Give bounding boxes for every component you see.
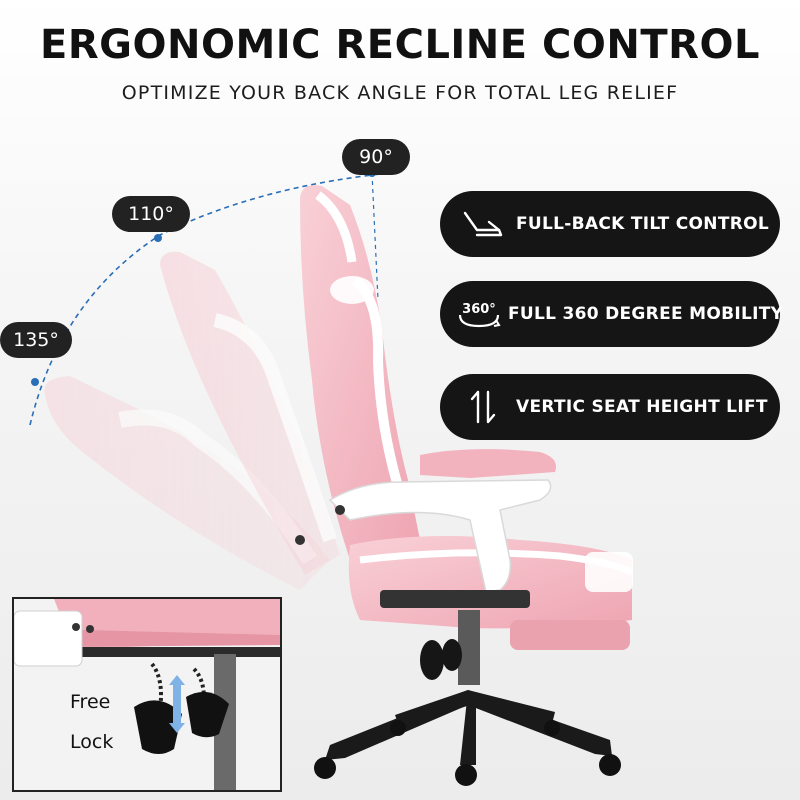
up-down-arrows-icon xyxy=(454,387,512,427)
armrest xyxy=(295,449,556,593)
recline-icon xyxy=(454,204,512,244)
angle-label-90: 90° xyxy=(342,139,410,175)
ghost-backrest-110 xyxy=(160,251,340,575)
feature-label: VERTIC SEAT HEIGHT LIFT xyxy=(516,397,768,417)
page-title: ERGONOMIC RECLINE CONTROL xyxy=(40,22,760,68)
page-subtitle: OPTIMIZE YOUR BACK ANGLE FOR TOTAL LEG R… xyxy=(121,82,679,104)
footrest xyxy=(380,590,630,650)
angle-label-135: 135° xyxy=(0,322,72,358)
main-backrest xyxy=(300,185,420,561)
height-lever-inset: Free Lock xyxy=(12,597,282,792)
feature-label: FULL-BACK TILT CONTROL xyxy=(516,214,770,234)
lever-closeup xyxy=(14,599,280,790)
angle-label-110: 110° xyxy=(112,196,190,232)
feature-tilt-control: FULL-BACK TILT CONTROL xyxy=(440,191,780,257)
free-label: Free xyxy=(70,691,111,713)
lock-label: Lock xyxy=(70,731,114,753)
up-down-arrow-icon xyxy=(169,675,185,733)
chair-base xyxy=(314,610,621,786)
feature-label: FULL 360 DEGREE MOBILITY xyxy=(508,304,784,324)
feature-360-mobility: 360° FULL 360 DEGREE MOBILITY xyxy=(440,281,784,347)
rotate-360-icon-text: 360° xyxy=(462,302,496,317)
feature-height-lift: VERTIC SEAT HEIGHT LIFT xyxy=(440,374,780,440)
rotate-360-icon: 360° xyxy=(454,294,504,334)
